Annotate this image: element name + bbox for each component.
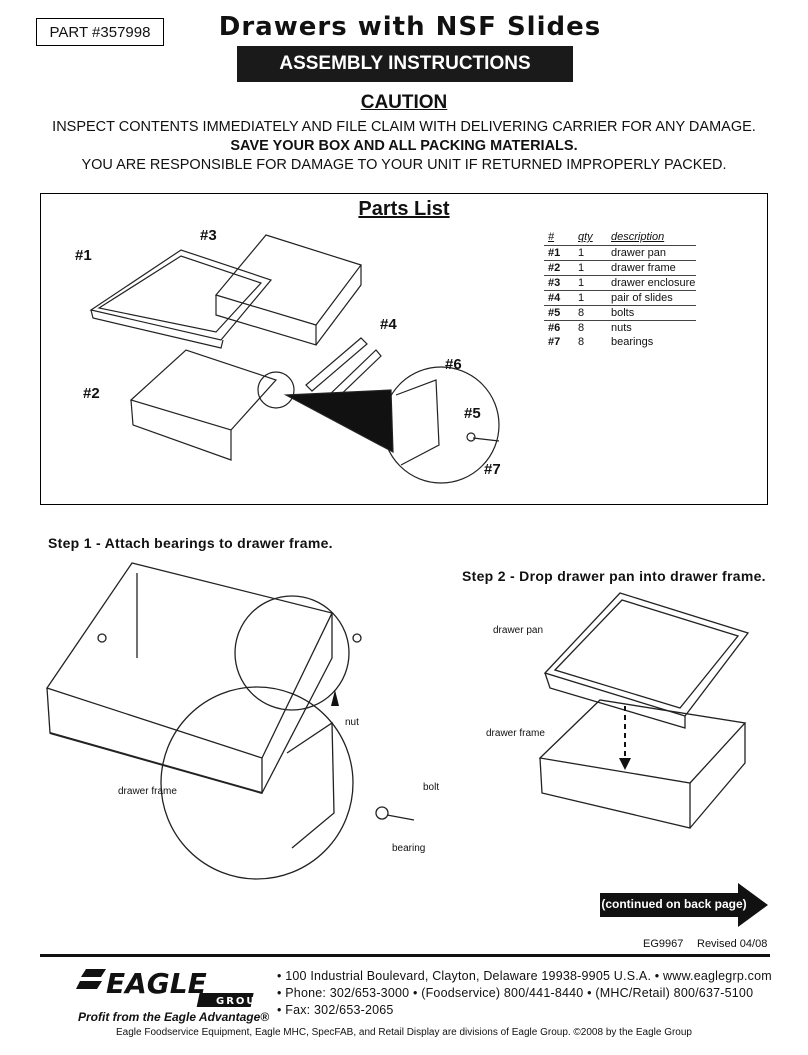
revised-date: Revised 04/08: [697, 938, 768, 950]
step-1-illustration: [45, 562, 415, 880]
row-desc: drawer enclosure: [611, 275, 696, 291]
row-qty: 1: [578, 290, 611, 306]
row-desc: bearings: [611, 336, 654, 348]
callout-2: #2: [83, 385, 100, 402]
detail-circle: [382, 366, 500, 484]
row-qty: 8: [578, 320, 611, 335]
slides-drawing: [305, 337, 368, 392]
row-num: #1: [544, 245, 578, 261]
row-num: #5: [544, 305, 578, 321]
contact-line-2: • Phone: 302/653-3000 • (Foodservice) 80…: [277, 986, 754, 1000]
callout-4: #4: [380, 316, 397, 333]
parts-exploded-illustration: [89, 234, 500, 484]
continued-text: (continued on back page): [601, 897, 747, 911]
caution-line-2: SAVE YOUR BOX AND ALL PACKING MATERIALS.: [230, 138, 578, 154]
row-qty: 1: [578, 275, 611, 291]
drawer-frame-drawing: [129, 349, 278, 431]
doc-code: EG9967: [643, 938, 684, 950]
row-desc: drawer frame: [611, 260, 696, 276]
caution-line-1: INSPECT CONTENTS IMMEDIATELY AND FILE CL…: [52, 119, 756, 135]
label-drawer-frame-2: drawer frame: [486, 728, 545, 739]
row-num: #4: [544, 290, 578, 306]
label-bearing: bearing: [392, 843, 426, 854]
page-title: Drawers with NSF Slides: [218, 12, 602, 42]
row-num: #3: [544, 275, 578, 291]
eagle-logo: EAGLE GROUP: [76, 967, 266, 1007]
label-bolt: bolt: [423, 782, 440, 793]
drawer-enclosure-drawing: [214, 234, 362, 326]
row-desc: drawer pan: [611, 245, 696, 261]
row-qty: 1: [578, 245, 611, 261]
row-qty: 1: [578, 260, 611, 276]
step-2-title: Step 2 - Drop drawer pan into drawer fra…: [462, 568, 766, 584]
callout-1: #1: [75, 247, 92, 264]
logo-tagline: Profit from the Eagle Advantage®: [78, 1010, 270, 1024]
assembly-banner: ASSEMBLY INSTRUCTIONS: [237, 46, 573, 82]
row-qty: 8: [578, 305, 611, 321]
row-num: #6: [544, 320, 578, 335]
row-desc: bolts: [611, 305, 696, 321]
callout-3: #3: [200, 227, 217, 244]
col-qty: qty: [578, 231, 593, 243]
part-number: PART #357998: [36, 18, 164, 46]
callout-5: #5: [464, 405, 481, 422]
row-num: #2: [544, 260, 578, 276]
col-desc: description: [611, 231, 665, 243]
label-drawer-pan: drawer pan: [493, 625, 544, 636]
col-num: #: [548, 231, 555, 243]
row-qty: 8: [578, 336, 585, 348]
label-drawer-frame-1: drawer frame: [118, 786, 177, 797]
caution-line-3: YOU ARE RESPONSIBLE FOR DAMAGE TO YOUR U…: [81, 157, 727, 173]
contact-line-1: • 100 Industrial Boulevard, Clayton, Del…: [277, 969, 772, 983]
footer-text: Eagle Foodservice Equipment, Eagle MHC, …: [115, 1027, 692, 1038]
parts-list-title: Parts List: [358, 198, 450, 220]
row-desc: pair of slides: [611, 290, 696, 306]
label-nut: nut: [345, 717, 359, 728]
drawer-pan-drawing: [89, 249, 273, 341]
parts-list-box: [40, 193, 768, 505]
logo-sub: GROUP: [216, 996, 266, 1007]
callout-6: #6: [445, 356, 462, 373]
step-1-title: Step 1 - Attach bearings to drawer frame…: [48, 535, 333, 551]
logo-name: EAGLE: [106, 967, 207, 1000]
table-row: #7 8 bearings: [544, 335, 696, 349]
caution-heading: CAUTION: [360, 92, 448, 113]
continued-arrow: [600, 883, 768, 927]
callout-7: #7: [484, 461, 501, 478]
row-desc: nuts: [611, 320, 696, 335]
step-2-illustration: [538, 592, 750, 829]
contact-line-3: • Fax: 302/653-2065: [277, 1003, 394, 1017]
row-num: #7: [548, 336, 561, 348]
footer-divider: [40, 954, 770, 957]
